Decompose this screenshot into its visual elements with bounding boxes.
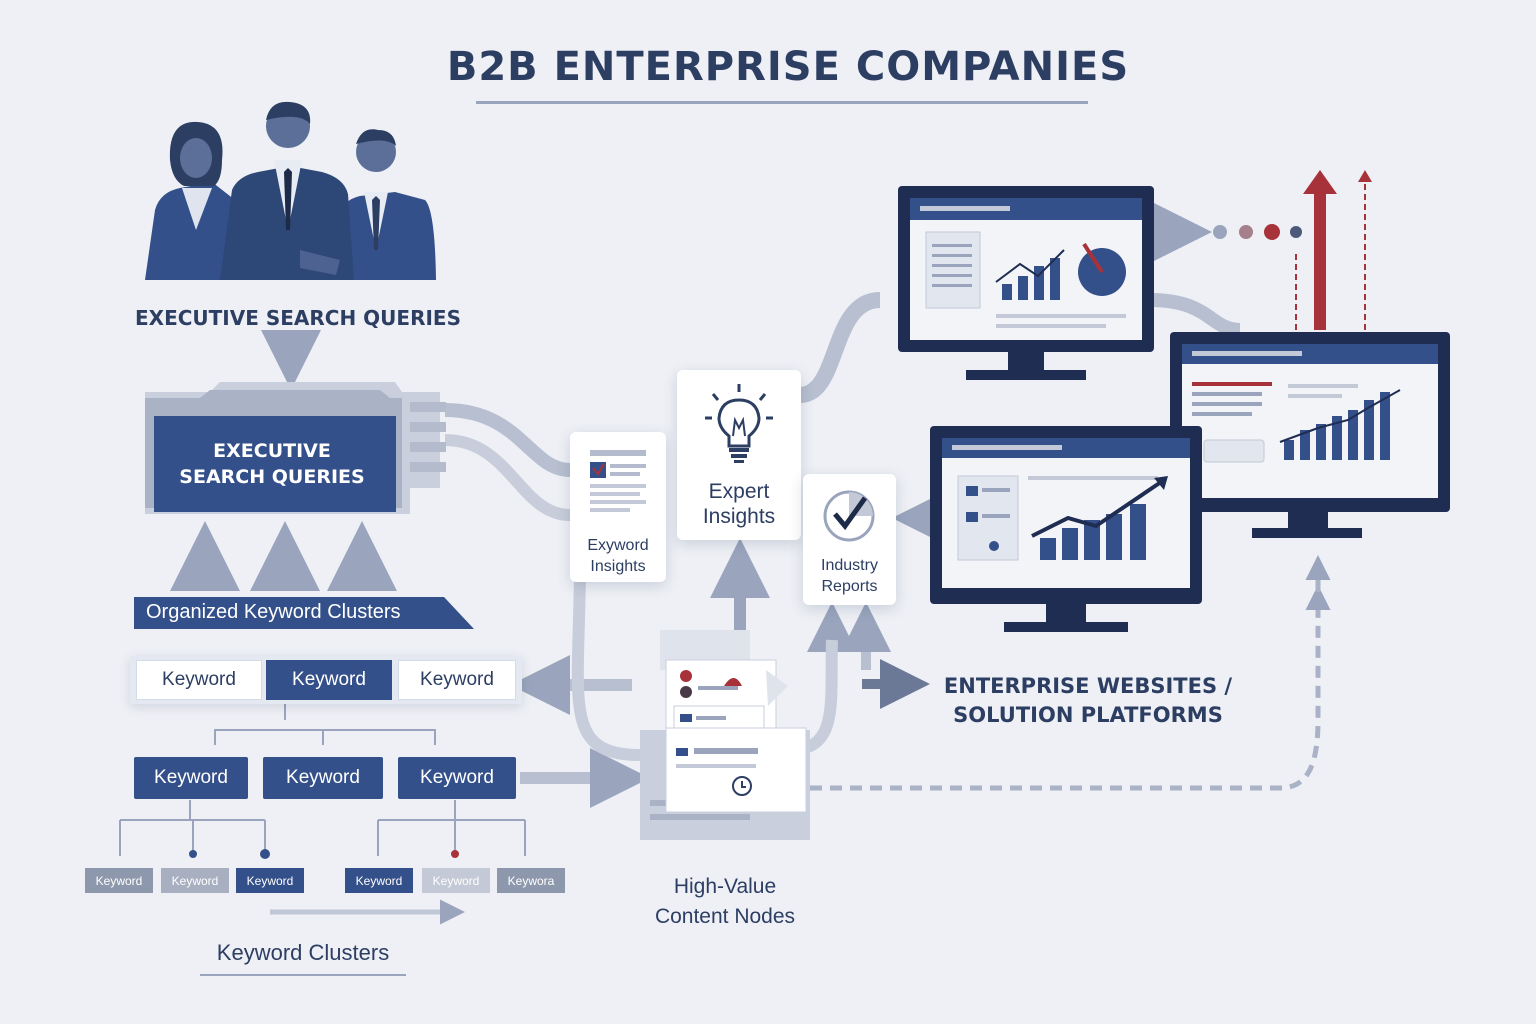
keyword-chip-small[interactable]: Keyword [345, 868, 413, 893]
clusters-banner-shape [134, 597, 474, 629]
industry-reports-card[interactable]: Industry Reports [803, 474, 896, 605]
dashed-path-to-platforms [810, 585, 1331, 791]
pipe-expert-to-monitor [798, 292, 881, 403]
tree-lines-left [119, 800, 266, 856]
keyword-chip[interactable]: Keyword [398, 757, 516, 799]
expert-insights-line-2: Insights [702, 505, 776, 528]
page-title: B2B ENTERPRISE COMPANIES [446, 44, 1130, 90]
pipe-folder-to-keyword-insights-1 [444, 403, 571, 477]
growth-arrow-head [1303, 170, 1337, 194]
content-nodes-label: High-Value Content Nodes [620, 872, 830, 932]
tree-lines-right [377, 800, 526, 856]
monitor-dashboard-icon [898, 186, 1154, 380]
keyword-clusters-underline [200, 974, 406, 976]
platforms-line-1: ENTERPRISE WEBSITES / [943, 674, 1233, 698]
document-icon [590, 450, 646, 512]
monitor-growth-chart-icon [930, 426, 1202, 632]
checkmark-chart-icon [823, 490, 875, 542]
industry-reports-line-1: Industry [821, 557, 878, 574]
query-folder-line-1: EXECUTIVE [213, 440, 331, 462]
pipe-folder-to-keyword-insights-2 [444, 434, 571, 521]
clusters-banner: Organized Keyword Clusters [146, 601, 401, 623]
executives-icon [145, 101, 436, 280]
keyword-chip-small[interactable]: Keyword [422, 868, 490, 893]
keyword-insights-card[interactable]: Exyword Insights [570, 432, 666, 582]
platforms-line-2: SOLUTION PLATFORMS [953, 703, 1223, 727]
query-folder-text: EXECUTIVE SEARCH QUERIES [158, 438, 386, 490]
industry-reports-line-2: Reports [821, 578, 878, 595]
content-nodes-line-2: Content Nodes [654, 905, 796, 928]
keyword-chip[interactable]: Keyword [398, 660, 516, 700]
keyword-chip-small[interactable]: Keyword [85, 868, 153, 893]
keyword-chip[interactable]: Keyword [134, 757, 248, 799]
keyword-chip-small[interactable]: Keyword [161, 868, 229, 893]
keyword-clusters-label: Keyword Clusters [216, 940, 390, 965]
keyword-insights-line-1: Exyword [587, 537, 649, 554]
keyword-chip[interactable]: Keyword [266, 660, 392, 700]
platforms-label: ENTERPRISE WEBSITES / SOLUTION PLATFORMS [932, 672, 1244, 730]
keyword-chip-small[interactable]: Keywora [497, 868, 565, 893]
expert-insights-card[interactable]: Expert Insights [677, 370, 801, 540]
keyword-chip[interactable]: Keyword [263, 757, 383, 799]
pipe-insights-to-nodes [571, 559, 641, 761]
monitor-bar-chart-icon [1170, 332, 1450, 538]
people-label: EXECUTIVE SEARCH QUERIES [135, 306, 461, 330]
pipe-monitor-to-monitor [1149, 293, 1241, 337]
tree-lines-upper [214, 700, 436, 745]
keyword-insights-line-2: Insights [590, 558, 646, 575]
title-underline [476, 101, 1088, 104]
expert-insights-line-1: Expert [708, 480, 770, 503]
content-nodes-line-1: High-Value [673, 875, 777, 898]
keyword-chip[interactable]: Keyword [136, 660, 262, 700]
query-folder-line-2: SEARCH QUERIES [179, 466, 365, 488]
lightbulb-icon [705, 384, 773, 463]
keyword-chip-small[interactable]: Keyword [236, 868, 304, 893]
query-folder-icon [145, 382, 446, 514]
content-nodes-icon [640, 630, 810, 840]
